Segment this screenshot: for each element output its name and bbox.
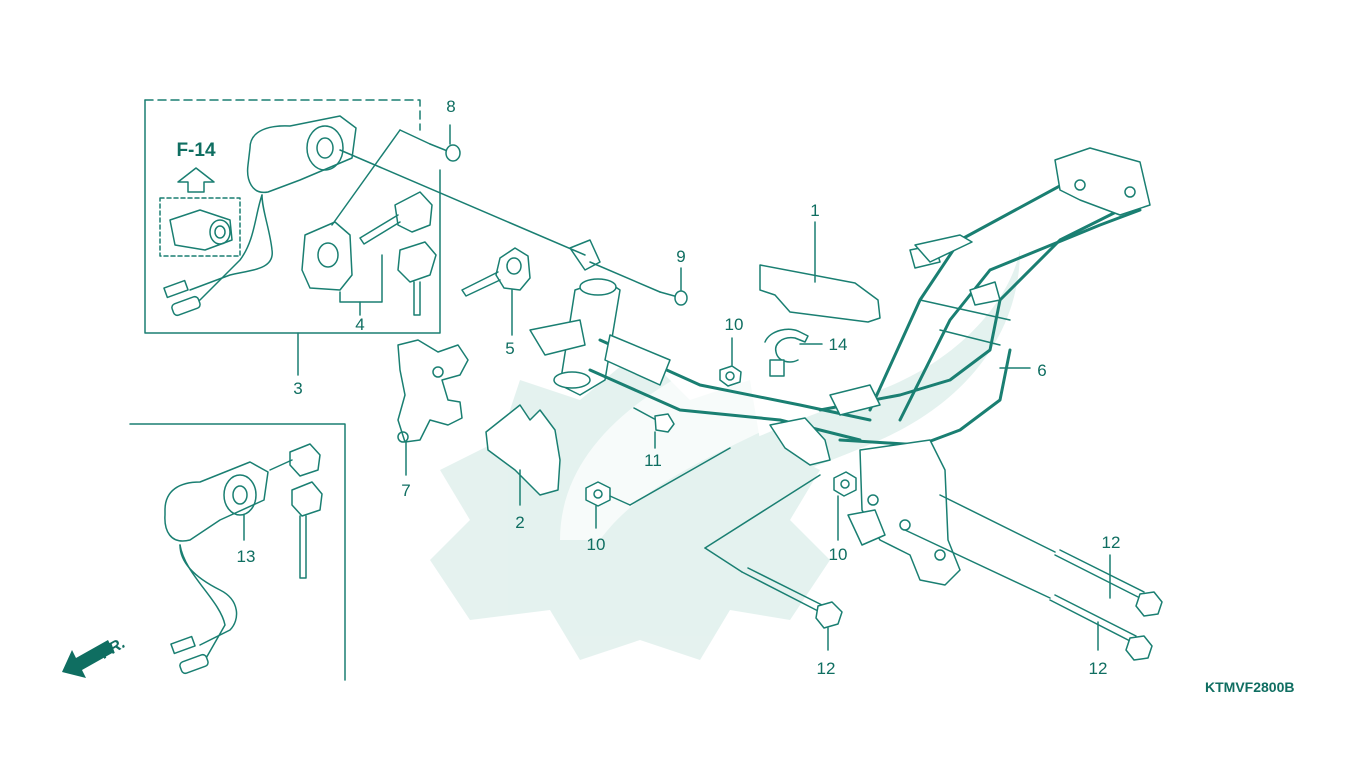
key-5-icon (461, 247, 531, 336)
keys-icon (359, 191, 437, 316)
leader-lines (331, 129, 1056, 599)
bolt-8-icon (429, 124, 461, 162)
pad-2-icon (485, 404, 561, 506)
callout-7: 7 (401, 481, 410, 500)
main-frame-icon (529, 147, 1151, 586)
reference-arrow-icon (177, 167, 215, 193)
callout-12-right: 12 (1102, 533, 1121, 552)
callout-1: 1 (810, 201, 819, 220)
bolt-12-center-icon (741, 567, 843, 651)
pad-1-icon (759, 221, 881, 323)
key-cover-icon (301, 221, 383, 316)
key-cylinder-icon (169, 209, 233, 251)
callout-9: 9 (676, 247, 685, 266)
reference-label: F-14 (176, 140, 216, 161)
bolt-11-icon (633, 407, 675, 449)
bolt-9-icon (659, 267, 688, 306)
front-direction-arrow-icon (62, 640, 114, 678)
callout-8: 8 (446, 97, 455, 116)
drawing-code: KTMVF2800B (1205, 679, 1294, 695)
clip-14-icon (764, 328, 823, 377)
nut-10-top-icon (719, 337, 742, 387)
callout-6: 6 (1037, 361, 1046, 380)
callout-5: 5 (505, 339, 514, 358)
callout-10-top: 10 (725, 315, 744, 334)
callout-3: 3 (293, 379, 302, 398)
nut-10-right-icon (833, 471, 857, 541)
callout-10-left: 10 (587, 535, 606, 554)
bolt-12-lower-icon (1049, 594, 1153, 661)
key-set-box (129, 423, 346, 681)
bracket-7-icon (397, 339, 469, 476)
bolt-12-right-icon (1054, 549, 1163, 617)
callout-11: 11 (644, 451, 662, 470)
callout-10-right: 10 (829, 545, 848, 564)
callout-4: 4 (355, 315, 364, 334)
callout-13: 13 (237, 547, 256, 566)
callout-2: 2 (515, 513, 524, 532)
nut-10-left-icon (585, 481, 631, 529)
callout-14: 14 (829, 335, 848, 354)
key-set-13-icon (164, 443, 323, 675)
callout-12-center: 12 (817, 659, 836, 678)
ignition-switch-set-box (144, 99, 441, 376)
ignition-switch-upper-icon (163, 115, 357, 317)
callout-12-lower: 12 (1089, 659, 1108, 678)
